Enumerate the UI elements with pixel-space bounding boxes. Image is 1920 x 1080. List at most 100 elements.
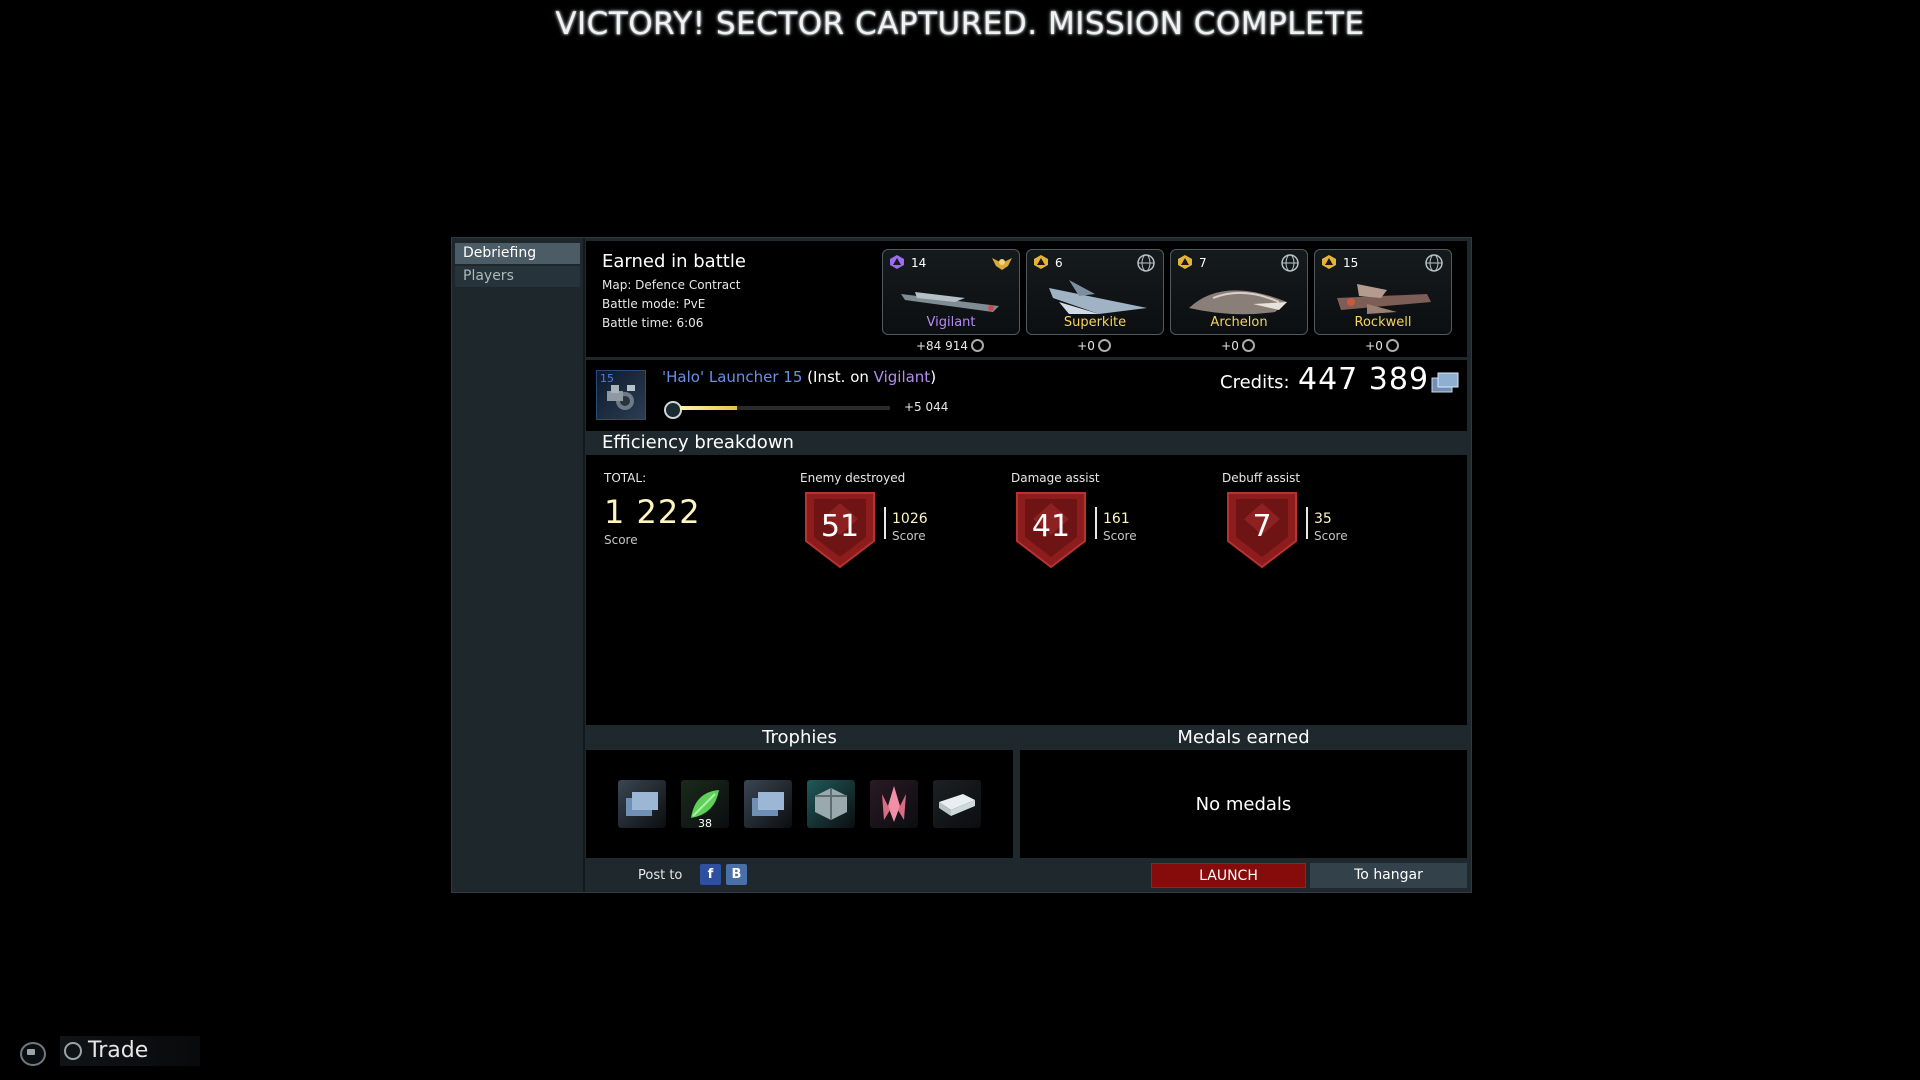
efficiency-title: Efficiency breakdown bbox=[602, 432, 794, 453]
trade-button[interactable]: Trade bbox=[60, 1036, 200, 1066]
globe-icon bbox=[1137, 254, 1155, 272]
debriefing-window: Debriefing Players Earned in battle Map:… bbox=[451, 237, 1472, 893]
credits-icon bbox=[1431, 372, 1459, 393]
sidebar-item-debriefing[interactable]: Debriefing bbox=[455, 243, 580, 264]
total-score: 1 222 bbox=[604, 493, 701, 531]
ship-name: Superkite bbox=[1063, 315, 1127, 330]
ship-level: 14 bbox=[911, 256, 927, 270]
gold-rank-icon bbox=[1322, 255, 1336, 269]
launch-button[interactable]: LAUNCH bbox=[1151, 863, 1306, 888]
purple-rank-icon bbox=[890, 255, 904, 269]
ship-earned-value: +0 bbox=[1077, 339, 1095, 353]
stat-score-caption: Score bbox=[1103, 529, 1137, 543]
stat-count: 51 bbox=[820, 509, 860, 544]
stat-score-caption: Score bbox=[892, 529, 926, 543]
gold-rank-icon bbox=[1034, 255, 1048, 269]
credits-stack-icon[interactable] bbox=[618, 780, 666, 828]
container-icon[interactable] bbox=[807, 780, 855, 828]
total-score-caption: Score bbox=[604, 533, 638, 547]
trophy-image bbox=[939, 794, 975, 816]
trade-label: Trade bbox=[88, 1038, 149, 1063]
stat-score: 1026 bbox=[892, 511, 928, 527]
stat-score: 35 bbox=[1314, 511, 1332, 527]
vk-share-button[interactable]: B bbox=[726, 864, 747, 885]
credits-stack-icon[interactable] bbox=[744, 780, 792, 828]
battle-time: Battle time: 6:06 bbox=[602, 316, 704, 330]
sidebar-item-players[interactable]: Players bbox=[455, 266, 580, 287]
stat-count: 41 bbox=[1031, 509, 1071, 544]
post-to-label: Post to bbox=[638, 868, 683, 883]
ship-image bbox=[901, 292, 999, 312]
ship-name: Rockwell bbox=[1354, 315, 1412, 330]
stat-separator bbox=[1306, 507, 1308, 539]
ship-image bbox=[1337, 284, 1431, 314]
rank-shield-icon bbox=[805, 492, 875, 569]
mission-result-headline: VICTORY! SECTOR CAPTURED. MISSION COMPLE… bbox=[555, 6, 1365, 42]
trophy-image bbox=[691, 790, 719, 818]
stat-label: Debuff assist bbox=[1222, 471, 1301, 485]
chat-icon[interactable] bbox=[20, 1042, 46, 1066]
module-progress-panel: 15 'Halo' Launcher 15 (Inst. on Vigilant… bbox=[586, 360, 1467, 431]
module-inst-suffix: ) bbox=[930, 368, 937, 386]
ship-level: 15 bbox=[1343, 256, 1359, 270]
ship-level: 6 bbox=[1055, 256, 1063, 270]
medals-title: Medals earned bbox=[1177, 727, 1310, 748]
module-progress-bar bbox=[680, 406, 890, 410]
module-progress-fill bbox=[680, 406, 737, 410]
ship-earned-xp: +84 914 bbox=[882, 339, 1018, 353]
ship-earned-xp: +0 bbox=[1314, 339, 1450, 353]
trophy-image bbox=[815, 788, 847, 820]
trophy-image bbox=[626, 792, 658, 816]
module-title: 'Halo' Launcher 15 (Inst. on Vigilant) bbox=[662, 368, 936, 386]
ship-image bbox=[1049, 280, 1147, 314]
trophy-image bbox=[882, 786, 906, 822]
battle-map: Map: Defence Contract bbox=[602, 278, 741, 292]
stat-label: Enemy destroyed bbox=[800, 471, 906, 485]
eagle-emblem-icon bbox=[992, 258, 1012, 270]
earned-title: Earned in battle bbox=[602, 251, 746, 272]
rank-shield-icon bbox=[1016, 492, 1086, 569]
sidebar: Debriefing Players bbox=[452, 238, 585, 892]
module-inst-prefix: (Inst. on bbox=[802, 368, 874, 386]
ship-earned-value: +0 bbox=[1365, 339, 1383, 353]
total-label: TOTAL: bbox=[604, 471, 647, 485]
halo-launcher-icon[interactable]: 15 bbox=[596, 370, 646, 420]
synergy-icon bbox=[971, 339, 985, 352]
trade-icon bbox=[64, 1042, 82, 1060]
rank-shield-icon bbox=[1227, 492, 1297, 569]
efficiency-panel: TOTAL: 1 222 Score Enemy destroyed 51 1026… bbox=[586, 455, 1467, 725]
globe-icon bbox=[1425, 254, 1443, 272]
earned-panel: Earned in battle Map: Defence Contract B… bbox=[586, 241, 1467, 357]
trophy-count: 38 bbox=[698, 817, 712, 830]
trophies-panel: 38 bbox=[586, 750, 1013, 858]
module-inst-ship: Vigilant bbox=[873, 368, 931, 386]
no-medals-text: No medals bbox=[1195, 794, 1292, 815]
pink-crystal-icon[interactable] bbox=[870, 780, 918, 828]
debriefing-main: Earned in battle Map: Defence Contract B… bbox=[586, 238, 1471, 892]
ship-name: Vigilant bbox=[926, 315, 976, 330]
trophy-image bbox=[752, 792, 784, 816]
globe-icon bbox=[1281, 254, 1299, 272]
synergy-icon bbox=[1385, 339, 1399, 352]
facebook-share-button[interactable]: f bbox=[700, 864, 721, 885]
credits-value: 447 389 bbox=[1298, 362, 1430, 397]
blueprint-box-icon[interactable] bbox=[933, 780, 981, 828]
stat-score: 161 bbox=[1103, 511, 1130, 527]
stat-separator bbox=[1095, 507, 1097, 539]
stat-count: 7 bbox=[1252, 509, 1272, 544]
ship-earned-value: +0 bbox=[1221, 339, 1239, 353]
to-hangar-button[interactable]: To hangar bbox=[1310, 863, 1467, 888]
gold-rank-icon bbox=[1178, 255, 1192, 269]
medals-panel: No medals bbox=[1020, 750, 1467, 858]
ship-image bbox=[1189, 290, 1287, 315]
green-leaf-icon[interactable]: 38 bbox=[681, 780, 729, 830]
ship-name: Archelon bbox=[1210, 315, 1268, 330]
stat-separator bbox=[884, 507, 886, 539]
ship-earned-xp: +0 bbox=[1026, 339, 1162, 353]
battle-mode: Battle mode: PvE bbox=[602, 297, 706, 311]
ship-earned-xp: +0 bbox=[1170, 339, 1306, 353]
